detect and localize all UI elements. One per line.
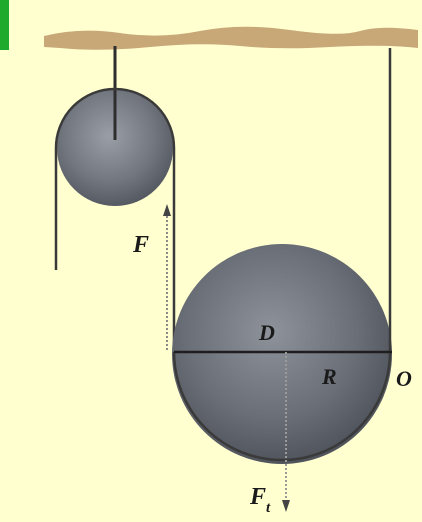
small-pulley-icon (57, 90, 173, 206)
ceiling (44, 26, 418, 50)
label-f: F (132, 232, 149, 258)
large-pulley-icon (172, 244, 392, 464)
force-f-arrowhead (163, 204, 171, 216)
label-ft-main: F (249, 484, 266, 510)
label-ft-sub: t (266, 500, 271, 516)
force-ft-arrowhead (282, 500, 290, 512)
rope-small-pulley (54, 87, 176, 352)
label-o: O (396, 366, 412, 391)
label-r: R (321, 364, 337, 389)
rope-large-pulley (172, 48, 392, 462)
green-marker (0, 0, 9, 50)
label-d: D (258, 320, 275, 345)
label-ft: Ft (249, 484, 271, 516)
